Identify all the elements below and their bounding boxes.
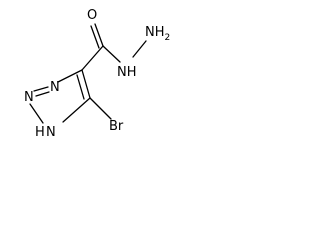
bond-n2-n3-inner bbox=[35, 91, 50, 97]
ring-n1-label: N bbox=[46, 125, 56, 140]
bond-c4-carbonyl bbox=[81, 45, 104, 71]
bond-n2-n3 bbox=[33, 86, 49, 92]
bond-nh-nh2 bbox=[132, 40, 147, 58]
bond-c4-c5 bbox=[81, 69, 91, 99]
oxygen-label: O bbox=[87, 8, 97, 23]
terminal-nh2-subscript: 2 bbox=[165, 33, 171, 43]
bond-carbonyl-o bbox=[94, 23, 104, 47]
ring-n1-h-label: H bbox=[35, 125, 45, 140]
bond-carbonyl-o-double bbox=[90, 25, 100, 49]
bond-c5-n1 bbox=[62, 97, 91, 123]
bond-n3-c4 bbox=[57, 69, 83, 83]
bond-c4-c5-inner bbox=[76, 74, 85, 100]
bromine-label: Br bbox=[109, 119, 124, 134]
terminal-nh2-label: NH2 bbox=[145, 25, 170, 43]
ring-n3-label: N bbox=[50, 80, 60, 95]
bond-n1-n2 bbox=[29, 103, 44, 124]
bond-carbonyl-nh bbox=[102, 45, 121, 63]
bond-c5-br bbox=[89, 97, 112, 120]
amide-nh-label: NH bbox=[117, 65, 137, 80]
ring-n2-label: N bbox=[24, 90, 34, 105]
chemical-structure: O NH NH2 N N H N Br bbox=[24, 8, 170, 140]
